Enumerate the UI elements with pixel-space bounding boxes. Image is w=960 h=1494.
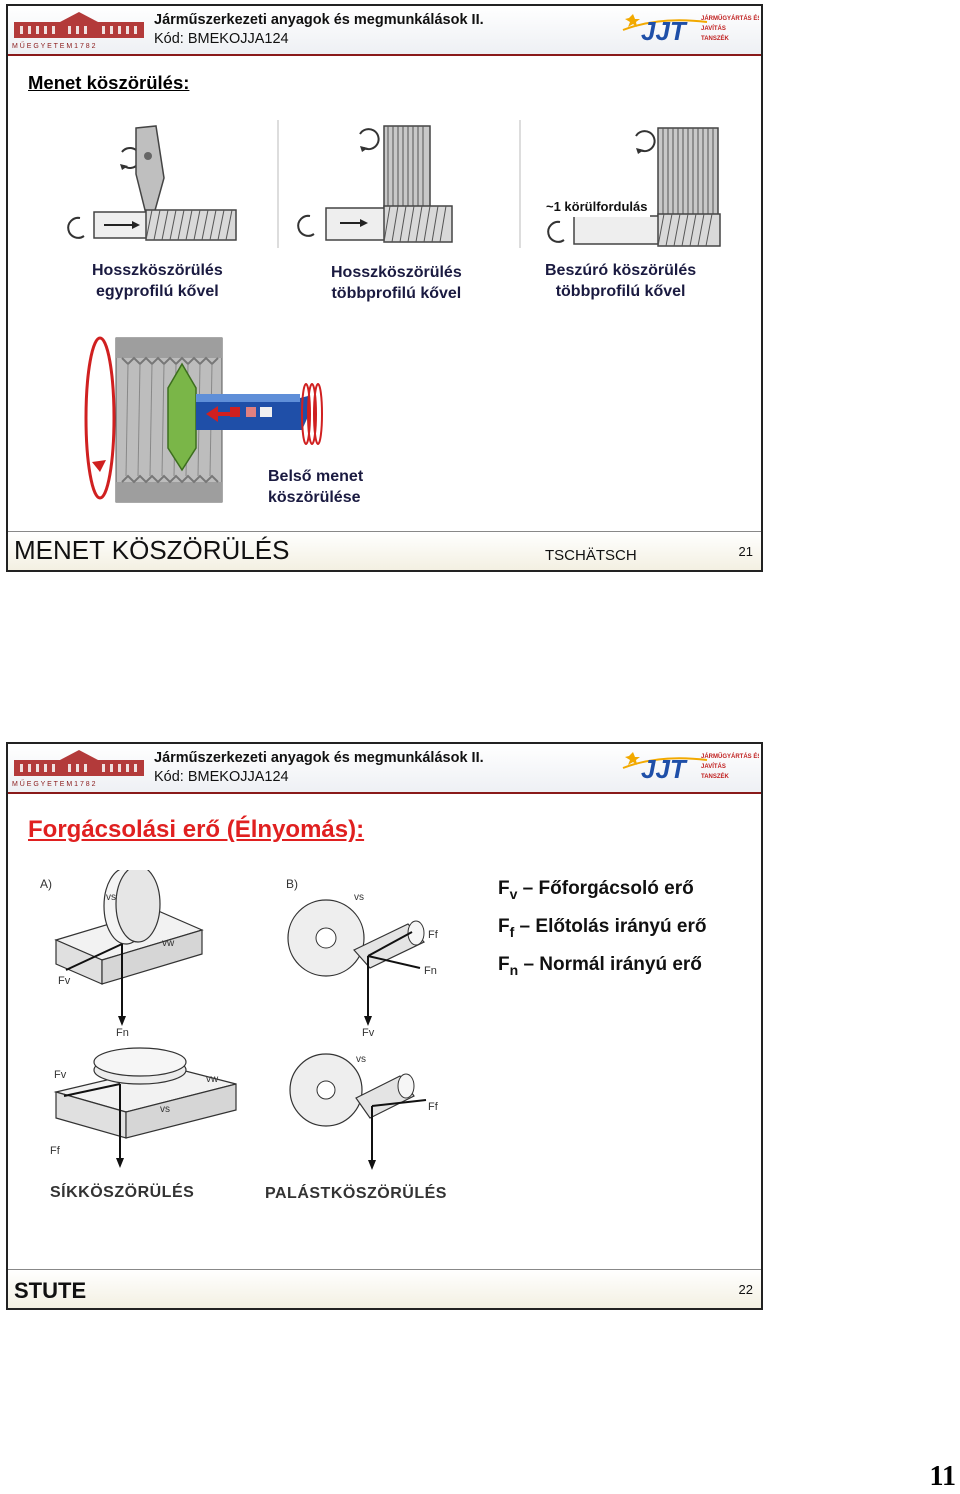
course-title: Járműszerkezeti anyagok és megmunkálások… [154,750,484,766]
svg-text:JÁRMŰGYÁRTÁS ÉS: JÁRMŰGYÁRTÁS ÉS [701,14,759,22]
svg-text:JAVÍTÁS: JAVÍTÁS [701,24,726,32]
slide-number: 22 [739,1282,753,1297]
svg-text:JAVÍTÁS: JAVÍTÁS [701,762,726,770]
jjt-logo: JJT JÁRMŰGYÁRTÁS ÉS JAVÍTÁS TANSZÉK [619,8,759,50]
svg-text:vs: vs [106,892,116,903]
caption-plunge: Beszúró köszörülés többprofilú kővel [545,260,696,302]
force-ff-definition: Ff – Előtolás irányú erő [498,916,706,940]
bme-logo: M Ű E G Y E T E M 1 7 8 2 [10,10,148,50]
footer-author: TSCHÄTSCH [545,547,637,564]
svg-text:vw: vw [162,938,175,949]
svg-text:JJT: JJT [641,16,688,46]
plunge-grinding-figure [518,118,738,253]
svg-text:vs: vs [354,892,364,903]
slide-footer: MENET KÖSZÖRÜLÉS TSCHÄTSCH 21 [8,531,761,570]
svg-text:Fv: Fv [54,1069,67,1081]
svg-text:JÁRMŰGYÁRTÁS ÉS: JÁRMŰGYÁRTÁS ÉS [701,752,759,760]
svg-text:Fn: Fn [116,1027,129,1039]
svg-text:Fv: Fv [362,1027,375,1039]
svg-text:B): B) [286,877,298,891]
slide-header: M Ű E G Y E T E M 1 7 8 2 Járműszerkezet… [8,6,761,56]
bme-logo: M Ű E G Y E T E M 1 7 8 2 [10,748,148,788]
footer-title: STUTE [14,1278,86,1304]
slide-heading: Menet köszörülés: [28,72,189,94]
svg-text:TANSZÉK: TANSZÉK [701,772,730,780]
course-title: Járműszerkezeti anyagok és megmunkálások… [154,12,484,28]
svg-text:Fv: Fv [58,975,71,987]
svg-text:Ff: Ff [428,929,439,941]
svg-text:vs: vs [160,1104,170,1115]
force-fv-definition: Fv – Főforgácsoló erő [498,878,694,902]
slide-21: M Ű E G Y E T E M 1 7 8 2 Járműszerkezet… [6,4,763,572]
caption-single-profile: Hosszköszörülés egyprofilú kővel [92,260,223,302]
svg-text:Ff: Ff [50,1145,61,1157]
cylindrical-grinding-label: PALÁSTKÖSZÖRÜLÉS [265,1185,447,1203]
single-profile-grinding-figure [66,118,266,253]
caption-internal-thread: Belső menet köszörülése [268,466,363,508]
force-fn-definition: Fn – Normál irányú erő [498,954,702,978]
slide-number: 21 [739,544,753,559]
slide-heading: Forgácsolási erő (Élnyomás): [28,816,364,844]
slide-header: M Ű E G Y E T E M 1 7 8 2 Járműszerkezet… [8,744,761,794]
slide-22: M Ű E G Y E T E M 1 7 8 2 Járműszerkezet… [6,742,763,1310]
svg-text:M Ű E G Y E T E M 1 7 8 2: M Ű E G Y E T E M 1 7 8 2 [12,779,96,788]
rotation-note: ~1 körülfordulás [544,196,650,217]
svg-text:vs: vs [356,1054,366,1065]
surface-grinding-label: SÍKKÖSZÖRÜLÉS [50,1184,194,1202]
course-code: Kód: BMEKOJJA124 [154,769,289,785]
jjt-logo: JJT JÁRMŰGYÁRTÁS ÉS JAVÍTÁS TANSZÉK [619,746,759,788]
course-code: Kód: BMEKOJJA124 [154,31,289,47]
svg-text:TANSZÉK: TANSZÉK [701,34,730,42]
page-number: 11 [930,1461,956,1493]
grinding-forces-drawing: A) Fv Fn vs vw B) Ff Fn Fv vs [36,870,476,1170]
svg-text:A): A) [40,877,52,891]
svg-text:M Ű E G Y E T E M 1 7 8 2: M Ű E G Y E T E M 1 7 8 2 [12,41,96,50]
svg-text:Ff: Ff [428,1101,439,1113]
footer-title: MENET KÖSZÖRÜLÉS [14,535,289,566]
svg-text:JJT: JJT [641,754,688,784]
svg-text:Fn: Fn [424,965,437,977]
caption-multi-profile: Hosszköszörülés többprofilú kővel [331,262,462,304]
multi-profile-grinding-figure [276,118,476,253]
svg-text:vw: vw [206,1074,219,1085]
slide-footer: STUTE 22 [8,1269,761,1308]
